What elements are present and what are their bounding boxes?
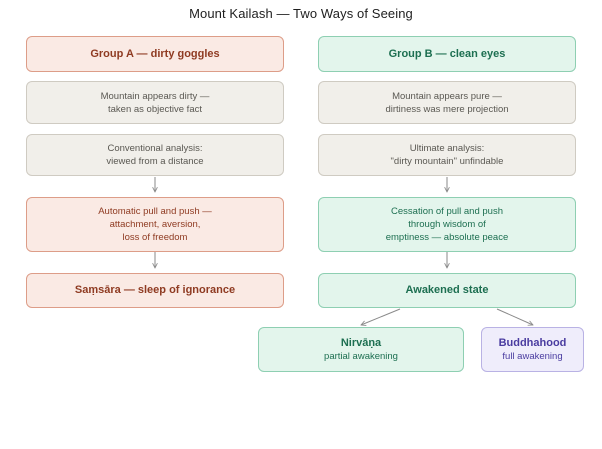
arrow-awakened-to-buddhahood [496,308,533,325]
group-a-appearance-line-2: taken as objective fact [108,103,202,115]
group-a-analysis: Conventional analysis: viewed from a dis… [26,134,284,176]
nirvana-title: Nirvāṇa [340,336,382,349]
group-b-analysis-line-2: "dirty mountain" unfindable [390,156,504,167]
group-a-appearance: Mountain appears dirty — taken as object… [26,81,284,124]
diagram-title: Mount Kailash — Two Ways of Seeing [189,6,413,21]
group-a-analysis-line-1: Conventional analysis: [107,143,203,154]
group-b-reaction-line-2: through wisdom of [408,219,486,230]
group-b-header-label: Group B — clean eyes [388,47,506,60]
group-a-outcome-label: Saṃsāra — sleep of ignorance [74,284,236,296]
group-a-appearance-line-1: Mountain appears dirty — [100,90,210,102]
buddhahood-title: Buddhahood [498,336,567,349]
group-b-appearance-line-2: dirtiness was mere projection [385,103,509,115]
group-a-reaction: Automatic pull and push — attachment, av… [26,197,284,252]
nirvana-subtitle: partial awakening [324,350,398,362]
group-a-reaction-line-1: Automatic pull and push — [98,206,212,217]
group-b-reaction: Cessation of pull and push through wisdo… [318,197,576,252]
group-a-analysis-line-2: viewed from a distance [106,156,204,167]
group-b-reaction-line-1: Cessation of pull and push [391,206,503,217]
group-b-appearance-line-1: Mountain appears pure — [392,90,502,102]
group-b-appearance: Mountain appears pure — dirtiness was me… [318,81,576,124]
group-a-reaction-line-2: attachment, aversion, [109,219,201,230]
group-b-outcome: Awakened state [318,273,576,308]
group-b-analysis: Ultimate analysis: "dirty mountain" unfi… [318,134,576,176]
nirvana-node: Nirvāṇa partial awakening [258,327,464,372]
group-b-analysis-line-1: Ultimate analysis: [409,143,485,154]
group-a-outcome: Saṃsāra — sleep of ignorance [26,273,284,308]
group-b-outcome-label: Awakened state [405,284,489,296]
group-b-header: Group B — clean eyes [318,36,576,72]
group-a-reaction-line-3: loss of freedom [122,232,188,243]
group-b-reaction-line-3: emptiness — absolute peace [385,232,509,243]
group-a-header: Group A — dirty goggles [26,36,284,72]
arrow-awakened-to-nirvana [361,308,401,325]
buddhahood-node: Buddhahood full awakening [481,327,584,372]
group-a-header-label: Group A — dirty goggles [90,47,220,60]
buddhahood-subtitle: full awakening [502,350,563,362]
